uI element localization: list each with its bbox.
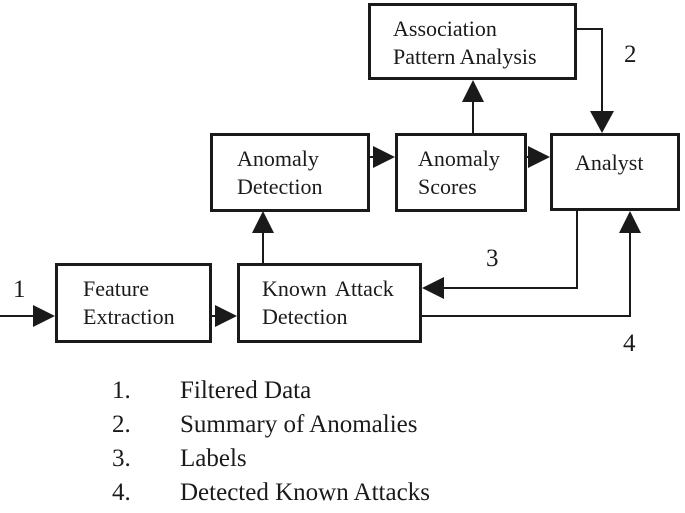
edge-label-3: 3 xyxy=(486,245,499,272)
box-anomaly-detection: Anomaly Detection xyxy=(210,133,370,212)
box-label-line: Extraction xyxy=(83,304,175,329)
legend-item-number: 1. xyxy=(112,377,131,404)
box-known-attack-detection: Known Attack Detection xyxy=(237,263,422,343)
legend-item-label: Detected Known Attacks xyxy=(180,479,430,506)
box-label-line: Association xyxy=(393,16,497,41)
connector-input-to-feature-extraction xyxy=(0,315,35,317)
legend-item: 1. Filtered Data xyxy=(112,374,430,408)
arrowhead-right-icon xyxy=(215,305,237,327)
arrowhead-up-icon xyxy=(252,211,274,233)
arrowhead-up-icon xyxy=(462,80,484,102)
connector-association-to-analyst-horizontal xyxy=(577,28,603,30)
connector-association-to-analyst-vertical xyxy=(601,28,603,113)
arrowhead-down-icon xyxy=(590,111,614,133)
arrowhead-right-icon xyxy=(33,305,55,327)
edge-label-1: 1 xyxy=(13,276,26,303)
connector-analyst-to-known-attack-vertical xyxy=(576,211,578,289)
legend-item-label: Summary of Anomalies xyxy=(180,411,418,438)
legend-item-label: Labels xyxy=(180,445,247,472)
legend-item-label: Filtered Data xyxy=(180,377,312,404)
legend-item: 4. Detected Known Attacks xyxy=(112,476,430,510)
box-association-pattern-analysis: Association Pattern Analysis xyxy=(368,3,577,80)
legend: 1. Filtered Data 2. Summary of Anomalies… xyxy=(112,374,430,510)
arrowhead-up-icon xyxy=(619,211,641,233)
box-feature-extraction: Feature Extraction xyxy=(55,263,212,343)
box-label-line: Anomaly xyxy=(237,146,319,171)
box-label-line: Anomaly xyxy=(418,146,500,171)
connector-known-attack-to-analyst-horizontal xyxy=(422,315,631,317)
arrowhead-right-icon xyxy=(528,146,550,168)
box-label-line: Analyst xyxy=(575,150,644,175)
box-label-line: Detection xyxy=(262,304,348,329)
connector-known-attack-to-analyst-vertical xyxy=(629,231,631,317)
arrowhead-left-icon xyxy=(422,277,444,299)
box-label-line: Pattern Analysis xyxy=(393,44,537,69)
connector-anomaly-scores-to-association-pattern-analysis xyxy=(472,100,474,133)
arrowhead-right-icon xyxy=(373,146,395,168)
box-label-line: Detection xyxy=(237,174,323,199)
legend-item-number: 4. xyxy=(112,479,131,506)
legend-item-number: 3. xyxy=(112,445,131,472)
box-anomaly-scores: Anomaly Scores xyxy=(395,133,527,212)
connector-feature-extraction-to-known-attack-detection xyxy=(212,315,217,317)
edge-label-2: 2 xyxy=(624,41,637,68)
legend-item-number: 2. xyxy=(112,411,131,438)
legend-item: 3. Labels xyxy=(112,442,430,476)
box-label-line: Scores xyxy=(418,174,477,199)
box-label-line: Feature xyxy=(83,276,149,301)
box-label-line: Known Attack xyxy=(262,276,394,301)
connector-known-attack-detection-to-anomaly-detection xyxy=(262,231,264,263)
box-analyst: Analyst xyxy=(550,133,680,211)
edge-label-4: 4 xyxy=(623,330,636,357)
connector-analyst-to-known-attack-horizontal xyxy=(437,287,578,289)
legend-item: 2. Summary of Anomalies xyxy=(112,408,430,442)
